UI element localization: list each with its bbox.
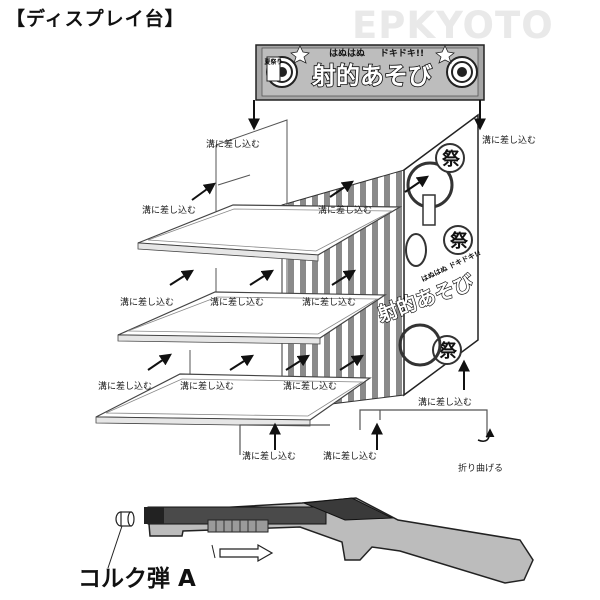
slide-leader-line bbox=[211, 544, 216, 559]
cork-gun bbox=[144, 497, 534, 584]
star-icon bbox=[435, 45, 455, 64]
cork-icon bbox=[115, 511, 135, 527]
cork-leader-line bbox=[107, 525, 123, 569]
label-insert: 溝に差し込む bbox=[482, 134, 536, 146]
label-insert: 溝に差し込む bbox=[180, 380, 234, 392]
festival-char: 祭 bbox=[449, 230, 469, 252]
shelf-middle bbox=[117, 291, 387, 345]
fold-arrow bbox=[477, 428, 495, 442]
banner: 夏祭り はぬはぬ ドキドキ!! 射的あそび bbox=[255, 44, 485, 101]
festival-char: 祭 bbox=[438, 340, 458, 362]
label-insert: 溝に差し込む bbox=[98, 380, 152, 392]
back-panel: 祭 祭 祭 はぬはぬ ドキドキ!! 射的あそび bbox=[281, 113, 482, 411]
label-fold: 折り曲げる bbox=[458, 462, 503, 474]
insert-arrows bbox=[147, 100, 486, 450]
banner-small-left: はぬはぬ bbox=[329, 48, 365, 59]
banner-small-right: ドキドキ!! bbox=[380, 48, 424, 59]
label-insert: 溝に差し込む bbox=[323, 450, 377, 462]
festival-char: 祭 bbox=[441, 148, 461, 170]
banner-tag-box bbox=[266, 56, 281, 82]
label-insert: 溝に差し込む bbox=[318, 204, 372, 216]
label-insert: 溝に差し込む bbox=[142, 204, 196, 216]
target-icon-right bbox=[446, 56, 478, 88]
banner-main: 射的あそび bbox=[311, 62, 432, 90]
page-title: 【ディスプレイ台】 bbox=[6, 8, 185, 30]
watermark: EPKYOTO bbox=[352, 4, 554, 47]
cork-label: コルク弾 A bbox=[78, 565, 196, 592]
label-insert: 溝に差し込む bbox=[120, 296, 174, 308]
label-insert: 溝に差し込む bbox=[242, 450, 296, 462]
star-icon bbox=[290, 45, 310, 64]
label-insert: 溝に差し込む bbox=[302, 296, 356, 308]
shelf-top bbox=[137, 204, 403, 262]
shelf-bottom bbox=[95, 373, 372, 427]
label-insert: 溝に差し込む bbox=[418, 396, 472, 408]
banner-tag: 夏祭り bbox=[263, 58, 282, 66]
insert-labels: 溝に差し込む 溝に差し込む 溝に差し込む 溝に差し込む 溝に差し込む 溝に差し込… bbox=[98, 134, 536, 474]
label-insert: 溝に差し込む bbox=[210, 296, 264, 308]
label-insert: 溝に差し込む bbox=[283, 380, 337, 392]
slide-arrow-icon bbox=[219, 543, 274, 563]
label-insert: 溝に差し込む bbox=[206, 138, 260, 150]
